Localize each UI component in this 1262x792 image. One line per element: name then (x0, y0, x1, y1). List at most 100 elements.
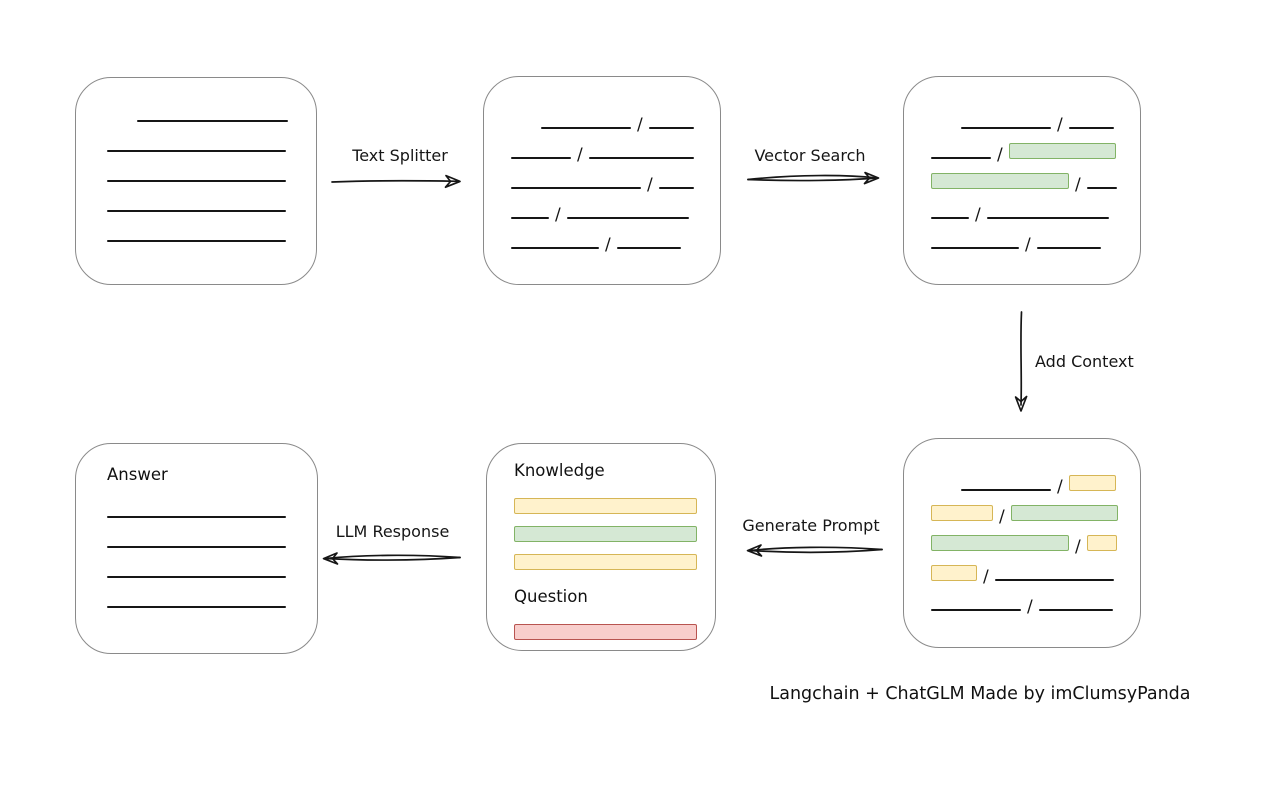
text-line (961, 489, 1051, 491)
context-chunks-box: ///// (903, 438, 1141, 648)
chunk-row: / (931, 491, 1140, 527)
slash-separator: / (997, 145, 1003, 165)
chunk-row (514, 486, 715, 514)
question-label: Question (514, 587, 588, 606)
yellow-highlight-chip (514, 498, 697, 514)
llm-response-label: LLM Response (335, 522, 450, 541)
text-line (1036, 247, 1101, 249)
slash-separator: / (1075, 175, 1081, 195)
red-highlight-chip (514, 624, 697, 640)
text-line (107, 180, 286, 182)
text-line (931, 247, 1019, 249)
yellow-highlight-chip (514, 554, 697, 570)
yellow-highlight-chip (1068, 475, 1116, 491)
source-document-box (75, 77, 317, 285)
slash-separator: / (647, 175, 653, 195)
yellow-highlight-chip (931, 565, 977, 581)
slash-separator: / (1027, 597, 1033, 617)
chunk-row (107, 212, 316, 242)
search-result-rows: / / / / / (904, 77, 1140, 284)
text-line (931, 157, 991, 159)
chunk-row: / (931, 99, 1140, 135)
text-line (1038, 609, 1113, 611)
chunk-row (514, 542, 715, 570)
slash-separator: / (1057, 115, 1063, 135)
slash-separator: / (1075, 537, 1081, 557)
chunk-row (107, 92, 316, 122)
text-line (511, 187, 641, 189)
chunk-row (107, 122, 316, 152)
chunk-row (107, 152, 316, 182)
slash-separator: / (555, 205, 561, 225)
text-line (616, 247, 681, 249)
text-line (994, 579, 1114, 581)
llm-response-arrow (322, 552, 461, 565)
text-line (648, 127, 694, 129)
chunk-row (107, 488, 317, 518)
chunk-row (107, 182, 316, 212)
slash-separator: / (1057, 477, 1063, 497)
chunk-row: / (931, 159, 1140, 195)
chunk-row: / (931, 551, 1140, 586)
knowledge-label: Knowledge (514, 461, 605, 480)
text-line (511, 217, 549, 219)
add-context-label: Add Context (1035, 352, 1134, 371)
answer-label: Answer (107, 465, 168, 484)
split-chunks-box: / / / / / (483, 76, 721, 285)
slash-separator: / (605, 235, 611, 255)
green-highlight-chip (514, 526, 697, 542)
text-line (1068, 127, 1114, 129)
text-line (566, 217, 689, 219)
green-highlight-chip (931, 173, 1069, 189)
text-line (107, 606, 286, 608)
chunk-row: / (511, 219, 720, 255)
chunk-row: / (511, 189, 720, 225)
document-lines (76, 78, 316, 284)
slash-separator: / (577, 145, 583, 165)
chunk-row (107, 578, 317, 608)
text-line (107, 576, 286, 578)
text-splitter-arrow (331, 174, 461, 189)
text-line (107, 150, 286, 152)
chunk-row: / (931, 521, 1140, 557)
chunk-row: / (511, 99, 720, 135)
text-line (961, 127, 1051, 129)
text-line (107, 516, 286, 518)
context-rows: ///// (904, 439, 1140, 647)
chunk-row (514, 514, 715, 542)
answer-rows: Answer (76, 444, 317, 653)
yellow-highlight-chip (1086, 535, 1117, 551)
text-line (658, 187, 694, 189)
green-highlight-chip (931, 535, 1069, 551)
slash-separator: / (1025, 235, 1031, 255)
vector-search-arrow (747, 171, 880, 185)
credit-text: Langchain + ChatGLM Made by imClumsyPand… (769, 684, 1191, 704)
generate-prompt-label: Generate Prompt (742, 516, 880, 535)
chunk-row (107, 518, 317, 548)
chunk-row: / (931, 219, 1140, 255)
slash-separator: / (637, 115, 643, 135)
chunk-row (107, 548, 317, 578)
generate-prompt-arrow (746, 544, 883, 557)
chunk-row: / (931, 189, 1140, 225)
slash-separator: / (999, 507, 1005, 527)
text-line (107, 240, 286, 242)
text-line (1086, 187, 1117, 189)
text-line (931, 217, 969, 219)
text-line (137, 120, 288, 122)
text-line (541, 127, 631, 129)
chunk-row: / (931, 581, 1140, 617)
add-context-arrow (1014, 311, 1028, 412)
text-line (986, 217, 1109, 219)
chunk-row: / (511, 129, 720, 165)
text-line (931, 609, 1021, 611)
slash-separator: / (975, 205, 981, 225)
vector-search-label: Vector Search (754, 146, 866, 165)
chunk-row: / (931, 129, 1140, 165)
chunk-row: / (511, 159, 720, 195)
answer-box: Answer (75, 443, 318, 654)
green-highlight-chip (1010, 505, 1118, 521)
